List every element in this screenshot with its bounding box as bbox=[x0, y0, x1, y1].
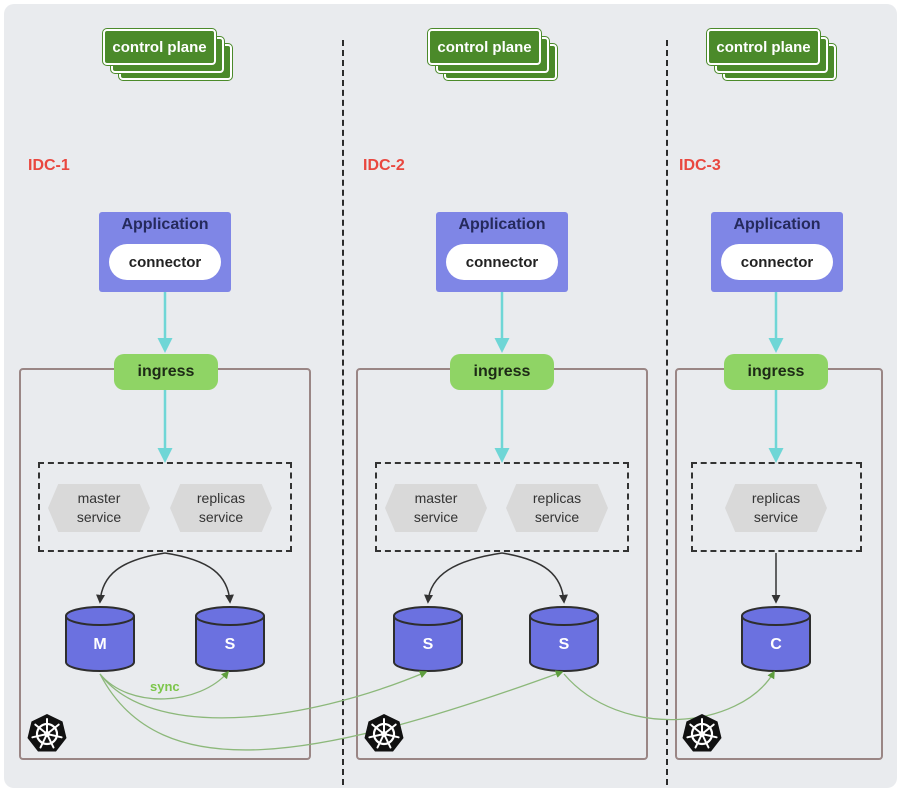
database-cap bbox=[195, 606, 265, 626]
service-label-line1: replicas bbox=[751, 490, 801, 506]
connector-pill: connector bbox=[446, 244, 558, 280]
service-label-line2: service bbox=[534, 509, 580, 525]
database-body bbox=[529, 616, 599, 672]
control-plane-stack-idc3: control plane bbox=[707, 29, 842, 89]
arrow-service-master-idc1 bbox=[96, 552, 166, 604]
database-node-s1-idc2: S bbox=[393, 606, 463, 672]
replicas-service-idc3: replicas service bbox=[725, 484, 827, 532]
master-service-idc2: master service bbox=[385, 484, 487, 532]
service-group-idc2 bbox=[375, 462, 629, 552]
database-node-s-idc1: S bbox=[195, 606, 265, 672]
database-body bbox=[393, 616, 463, 672]
service-label-line1: master bbox=[77, 490, 121, 506]
sync-link-idc2-b bbox=[99, 670, 564, 751]
database-cap bbox=[741, 606, 811, 626]
service-label-line2: service bbox=[76, 509, 122, 525]
database-node-m-idc1: M bbox=[65, 606, 135, 672]
connector-pill: connector bbox=[721, 244, 833, 280]
service-label-line2: service bbox=[198, 509, 244, 525]
sync-link-idc3 bbox=[563, 670, 775, 721]
service-label-line1: master bbox=[414, 490, 458, 506]
replicas-service-idc1: replicas service bbox=[170, 484, 272, 532]
service-label-line2: service bbox=[753, 509, 799, 525]
ingress-pill-idc1: ingress bbox=[114, 354, 218, 390]
service-label-line1: replicas bbox=[196, 490, 246, 506]
sync-links bbox=[99, 670, 775, 751]
database-body bbox=[65, 616, 135, 672]
idc-divider-1 bbox=[342, 40, 344, 785]
database-cap bbox=[65, 606, 135, 626]
sync-label: sync bbox=[150, 679, 180, 694]
database-label: S bbox=[423, 636, 434, 653]
service-group-idc1 bbox=[38, 462, 292, 552]
application-title: Application bbox=[121, 216, 209, 233]
connector-pill: connector bbox=[109, 244, 221, 280]
arrow-service-replica-a-idc2 bbox=[424, 552, 503, 604]
application-title: Application bbox=[733, 216, 821, 233]
master-service-idc1: master service bbox=[48, 484, 150, 532]
application-box-idc2: Application connector bbox=[436, 212, 568, 292]
database-label: M bbox=[93, 636, 106, 653]
control-plane-stack-idc2: control plane bbox=[428, 29, 563, 89]
service-node-arrows bbox=[96, 552, 781, 604]
idc-divider-2 bbox=[666, 40, 668, 785]
database-node-c-idc3: C bbox=[741, 606, 811, 672]
application-title: Application bbox=[458, 216, 546, 233]
control-plane-label: control plane bbox=[716, 38, 811, 56]
replicas-service-idc2: replicas service bbox=[506, 484, 608, 532]
control-plane-card-front: control plane bbox=[707, 29, 820, 65]
database-cap bbox=[393, 606, 463, 626]
arrow-service-replica-b-idc2 bbox=[501, 552, 568, 604]
sync-link-idc2-a bbox=[99, 670, 428, 719]
service-label-line1: replicas bbox=[532, 490, 582, 506]
database-node-s2-idc2: S bbox=[529, 606, 599, 672]
service-group-idc3 bbox=[691, 462, 862, 552]
kubernetes-wheel-icon bbox=[682, 714, 722, 752]
control-plane-card-front: control plane bbox=[103, 29, 216, 65]
control-plane-card-front: control plane bbox=[428, 29, 541, 65]
ingress-pill-idc2: ingress bbox=[450, 354, 554, 390]
idc-label-idc3: IDC-3 bbox=[679, 157, 721, 174]
ingress-pill-idc3: ingress bbox=[724, 354, 828, 390]
arrow-service-replica-idc1 bbox=[164, 552, 234, 604]
database-body bbox=[195, 616, 265, 672]
database-cap bbox=[529, 606, 599, 626]
application-box-idc1: Application connector bbox=[99, 212, 231, 292]
control-plane-label: control plane bbox=[112, 38, 207, 56]
sync-link-idc1-local bbox=[99, 670, 230, 700]
idc-label-idc1: IDC-1 bbox=[28, 157, 70, 174]
database-label: C bbox=[770, 636, 782, 653]
database-body bbox=[741, 616, 811, 672]
database-label: S bbox=[225, 636, 236, 653]
database-label: S bbox=[559, 636, 570, 653]
traffic-arrows bbox=[157, 292, 784, 463]
kubernetes-wheel-icon bbox=[364, 714, 404, 752]
control-plane-stack-idc1: control plane bbox=[103, 29, 238, 89]
kubernetes-wheel-icon bbox=[27, 714, 67, 752]
idc-label-idc2: IDC-2 bbox=[363, 157, 405, 174]
control-plane-label: control plane bbox=[437, 38, 532, 56]
service-label-line2: service bbox=[413, 509, 459, 525]
application-box-idc3: Application connector bbox=[711, 212, 843, 292]
